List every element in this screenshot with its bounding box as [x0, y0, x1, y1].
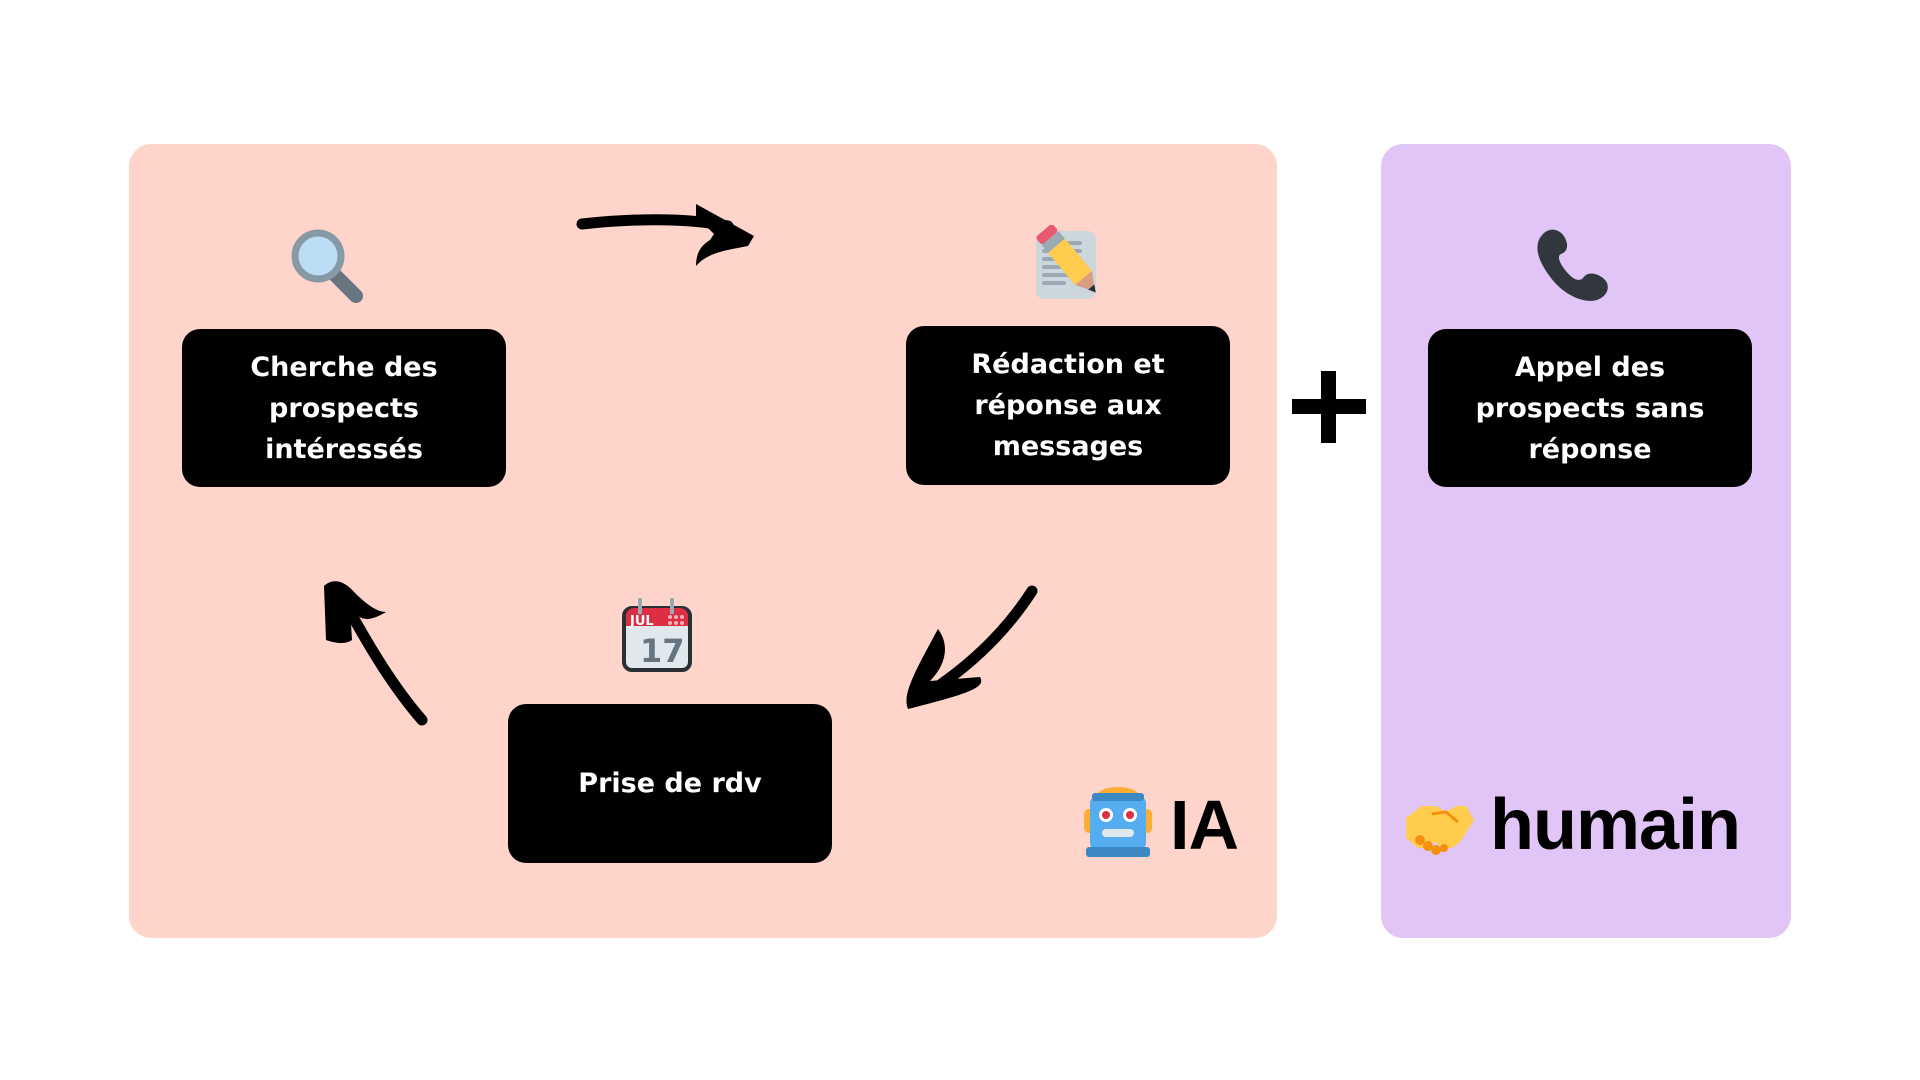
step-book-appointment: Prise de rdv [508, 704, 832, 863]
step-search-prospects: Cherche des prospects intéressés [182, 329, 506, 487]
step-label: Rédaction et réponse aux messages [971, 349, 1165, 462]
arrow-rdv-to-search [324, 581, 428, 726]
step-label: Cherche des prospects intéressés [250, 351, 438, 465]
calendar-month: JUL [629, 614, 654, 629]
plus-icon [1292, 371, 1366, 443]
calendar-day: 17 [640, 632, 685, 670]
telephone-receiver-icon [1537, 229, 1608, 301]
robot-icon [1084, 787, 1152, 857]
magnifying-glass-icon [291, 229, 363, 303]
arrow-write-to-rdv [906, 585, 1038, 709]
step-call-prospects: Appel des prospects sans réponse [1428, 329, 1752, 487]
step-label: Prise de rdv [578, 768, 762, 799]
step-write-messages: Rédaction et réponse aux messages [906, 326, 1230, 485]
handshake-icon [1406, 806, 1474, 855]
step-label: Appel des prospects sans réponse [1475, 351, 1705, 465]
calendar-icon: JUL 17 [622, 598, 692, 672]
memo-pencil-icon [1036, 225, 1096, 299]
ia-label: IA [1170, 786, 1239, 864]
arrow-search-to-write [576, 204, 754, 266]
human-label: humain [1490, 785, 1741, 865]
